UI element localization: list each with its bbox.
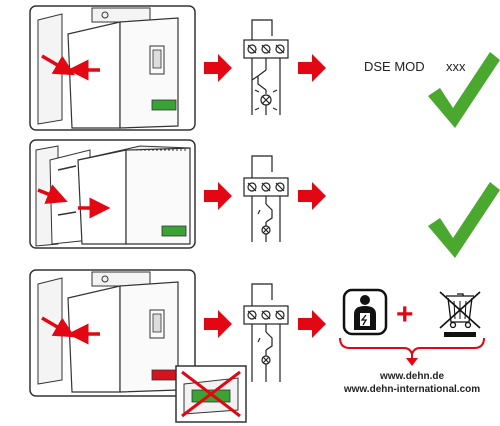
flow-arrow-icon xyxy=(204,54,232,82)
flow-arrow-icon xyxy=(298,182,326,210)
signal-contact-circuit xyxy=(244,284,288,382)
protection-module xyxy=(78,146,190,244)
module-type-label: DSE MOD xyxy=(364,59,425,74)
status-indicator-red xyxy=(152,370,176,380)
checkmark-icon xyxy=(428,182,500,258)
plus-sign: + xyxy=(396,298,414,331)
module-suffix-label: xxx xyxy=(446,59,466,74)
bracket xyxy=(340,338,484,354)
protection-module xyxy=(68,282,178,392)
flow-arrow-icon xyxy=(298,310,326,338)
crossed-bin-icon xyxy=(440,292,480,337)
status-indicator-green xyxy=(152,100,176,110)
arrow-down-icon xyxy=(406,358,418,366)
step-1 xyxy=(30,6,195,130)
protection-module xyxy=(68,18,178,128)
step-2 xyxy=(30,140,195,248)
flow-arrow-icon xyxy=(204,310,232,338)
signal-contact-circuit xyxy=(244,156,288,242)
url-primary: www.dehn.de xyxy=(379,371,445,382)
signal-contact-circuit xyxy=(244,20,288,115)
flow-arrow-icon xyxy=(298,54,326,82)
electrician-icon xyxy=(344,290,386,334)
step-3 xyxy=(30,270,246,422)
invalid-indicator-inset xyxy=(176,366,246,422)
flow-arrow-icon xyxy=(204,182,232,210)
status-indicator-green xyxy=(162,226,186,236)
url-international: www.dehn-international.com xyxy=(343,384,480,395)
